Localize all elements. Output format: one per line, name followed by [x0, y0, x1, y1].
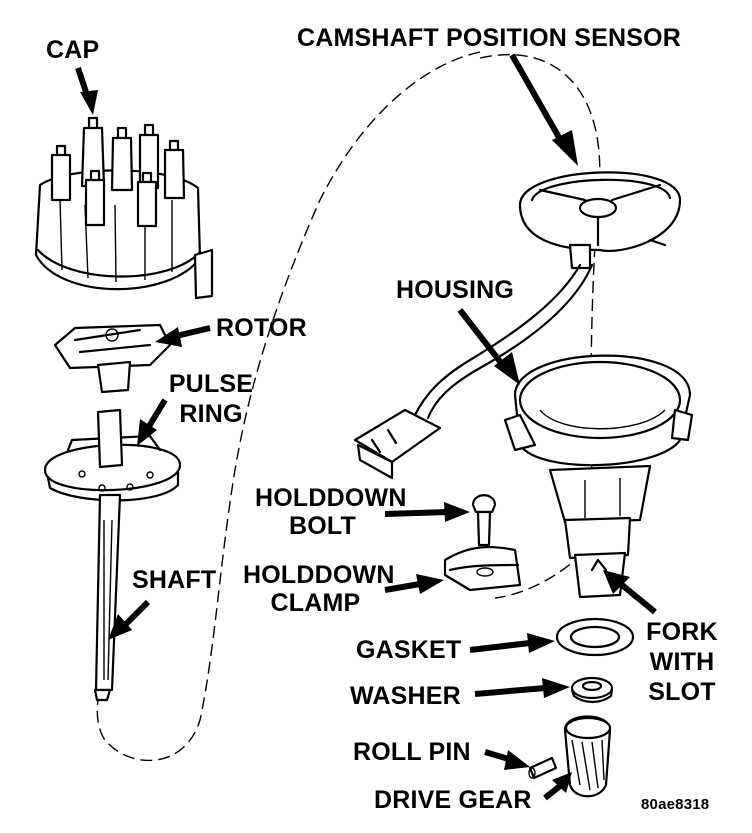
gasket	[555, 617, 635, 657]
distributor-housing	[503, 354, 694, 599]
label-gasket: GASKET	[356, 636, 462, 664]
label-holddown-clamp-line2: CLAMP	[270, 589, 361, 617]
label-camshaft-position-sensor: CAMSHAFT POSITION SENSOR	[297, 24, 681, 52]
label-housing: HOUSING	[396, 276, 515, 304]
callout-arrows	[75, 53, 657, 801]
label-fork-line3: SLOT	[648, 678, 716, 706]
label-fork-line1: FORK	[646, 618, 718, 646]
label-pulse: PULSE	[168, 370, 254, 398]
label-drive-gear: DRIVE GEAR	[374, 786, 532, 814]
label-holddown-bolt-line1: HOLDDOWN	[255, 484, 407, 512]
holddown-bolt-clamp	[443, 494, 522, 592]
label-roll-pin: ROLL PIN	[353, 738, 471, 766]
label-shaft: SHAFT	[132, 566, 217, 594]
label-fork-line2: WITH	[649, 648, 715, 676]
label-cap: CAP	[46, 36, 100, 64]
label-holddown-bolt-line2: BOLT	[289, 512, 356, 540]
rotor	[53, 323, 172, 394]
camshaft-position-sensor	[353, 171, 682, 480]
drive-gear	[563, 715, 612, 798]
washer	[570, 676, 614, 704]
label-washer: WASHER	[350, 682, 461, 710]
label-rotor: ROTOR	[216, 314, 307, 342]
pulse-ring-shaft	[43, 408, 182, 702]
figure-code: 80ae8318	[641, 796, 710, 813]
roll-pin	[528, 756, 558, 780]
distributor-cap	[34, 116, 214, 300]
label-ring: RING	[179, 400, 243, 428]
label-holddown-clamp-line1: HOLDDOWN	[243, 561, 395, 589]
